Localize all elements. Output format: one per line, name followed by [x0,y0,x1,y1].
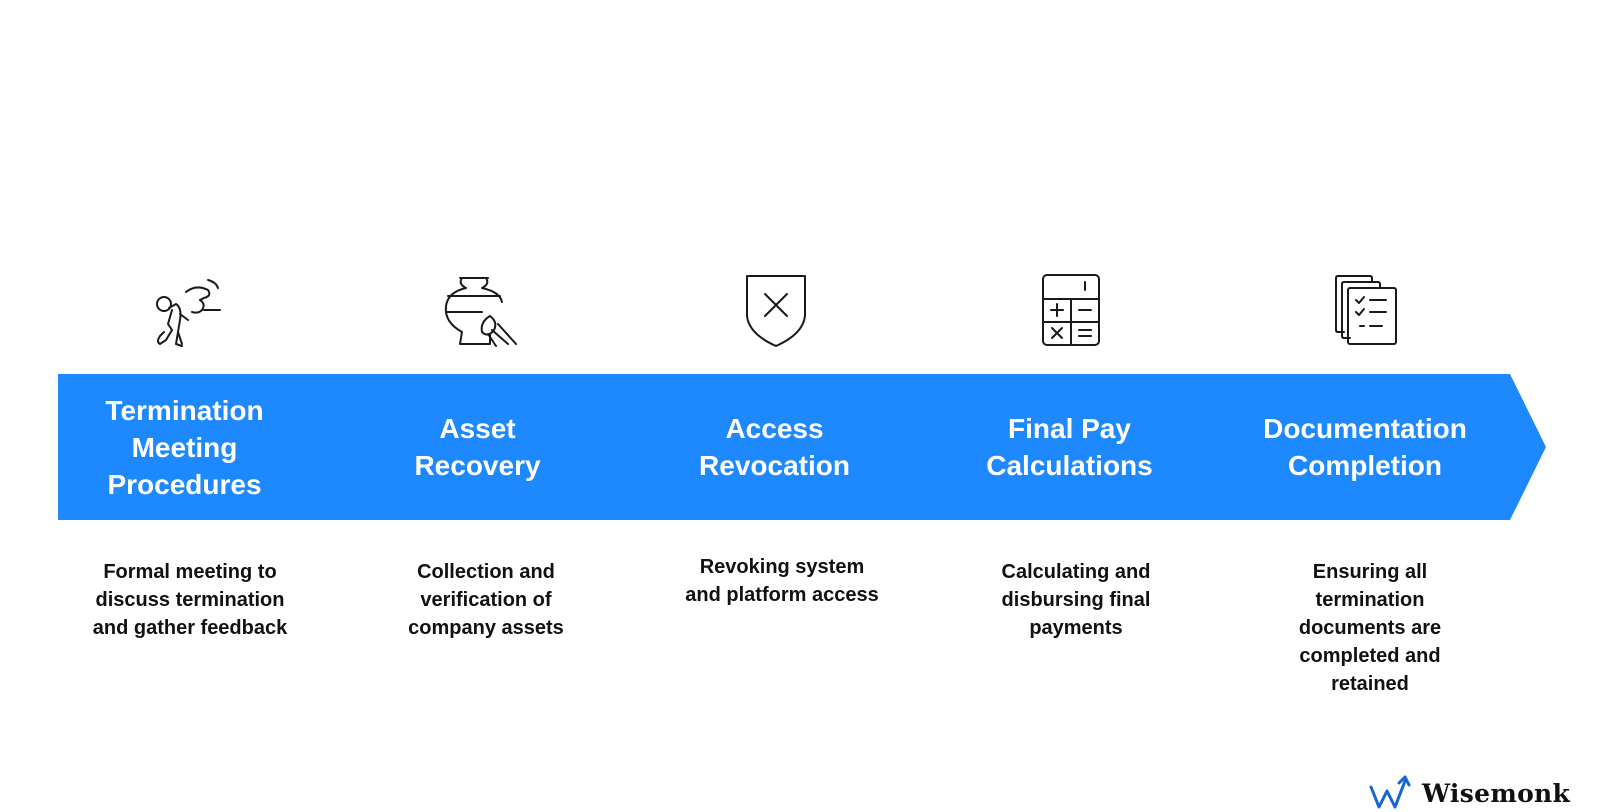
step-title-termination-meeting: Termination Meeting Procedures [105,394,264,500]
wisemonk-logo-icon [1369,775,1411,809]
step-desc-access-revocation: Revoking system and platform access [685,556,879,606]
step-title-documentation: Documentation Completion [1263,413,1467,481]
step-desc-asset-recovery: Collection and verification of company a… [408,561,564,639]
checklist-documents-icon [1320,272,1410,362]
step-desc-final-pay: Calculating and disbursing final payment… [1001,561,1151,639]
vase-brush-icon [436,272,526,362]
chevron-step-5 [1212,374,1546,520]
calculator-icon [1026,272,1116,362]
brand-logo: Wisemonk [1368,770,1570,812]
person-leaving-icon [142,274,232,364]
step-desc-termination-meeting: Formal meeting to discuss termination an… [92,561,288,639]
step-title-final-pay: Final Pay Calculations [986,413,1153,481]
step-desc-documentation: Ensuring all termination documents are c… [1298,561,1442,695]
chevron-step-4 [917,374,1251,520]
chevron-step-1 [58,374,366,520]
shield-x-icon [731,272,821,362]
brand-name: Wisemonk [1422,778,1571,808]
step-title-access-revocation: Access Revocation [699,413,850,481]
chevron-step-2 [327,374,661,520]
step-title-asset-recovery: Asset Recovery [414,413,541,481]
chevron-step-3 [622,374,956,520]
